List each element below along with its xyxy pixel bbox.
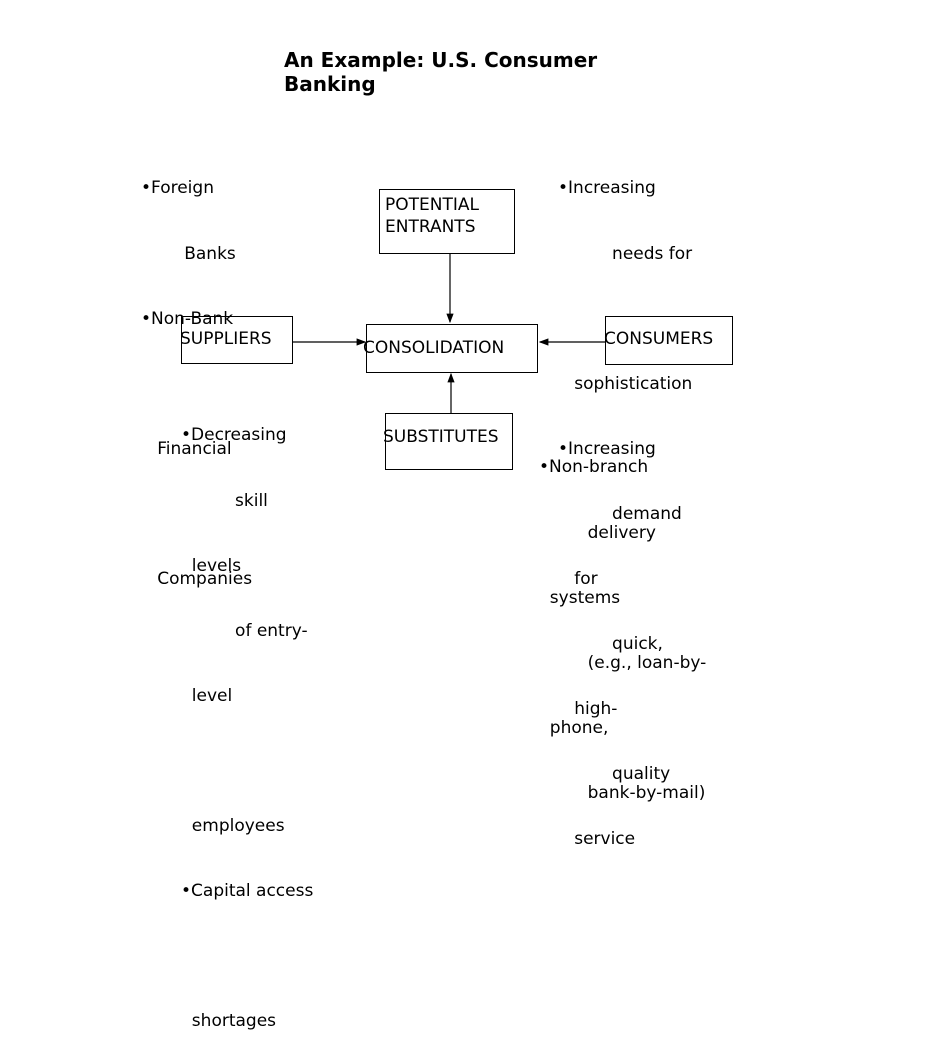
note-line: •Increasing (558, 438, 656, 459)
note-line (181, 946, 313, 968)
note-line: sophistication (558, 373, 693, 394)
suppliers-notes: •Decreasing skill levels of entry- level… (181, 382, 313, 1055)
note-line: •Non-branch (539, 457, 649, 478)
note-line (558, 309, 692, 331)
note-line: bank-by-mail) (539, 782, 706, 803)
suppliers-box: SUPPLIERS (180, 316, 293, 364)
note-line: delivery (539, 522, 656, 543)
note-line: •Non-Bank (141, 308, 234, 329)
consolidation-label: CONSOLIDATION (363, 338, 505, 358)
note-line: Financial (141, 438, 232, 459)
note-line: •Increasing (558, 178, 656, 199)
note-line: Banks (141, 243, 236, 264)
note-line: skill (181, 490, 268, 511)
note-line: phone, (539, 717, 609, 738)
potential-entrants-box: POTENTIAL ENTRANTS (379, 189, 515, 254)
note-line: shortages (181, 1011, 277, 1032)
note-line (181, 751, 313, 773)
note-line: quick, (558, 634, 663, 655)
note-line: employees (181, 815, 285, 836)
note-line: needs for (558, 243, 693, 264)
consumers-box: CONSUMERS (604, 316, 733, 365)
suppliers-label: SUPPLIERS (180, 329, 272, 349)
note-line: •Capital access (181, 881, 314, 902)
substitutes-label: SUBSTITUTES (383, 427, 499, 447)
note-line: demand (558, 503, 682, 524)
note-line: levels (181, 555, 242, 576)
note-line: systems (539, 587, 621, 608)
note-line: Companies (141, 568, 253, 589)
entrants-notes: •Foreign Banks •Non-Bank Financial Compa… (141, 135, 252, 612)
potential-entrants-label: POTENTIAL ENTRANTS (385, 195, 479, 237)
note-line: level (181, 685, 233, 706)
note-line: •Foreign (141, 178, 214, 199)
substitutes-box: SUBSTITUTES (383, 413, 513, 470)
substitutes-notes: •Non-branch delivery systems (e.g., loan… (539, 414, 706, 826)
note-line: •Decreasing (181, 425, 287, 446)
consumers-label: CONSUMERS (604, 329, 714, 349)
arrows-layer (293, 254, 605, 413)
note-line: (e.g., loan-by- (539, 652, 707, 673)
note-line: of entry- (181, 620, 308, 641)
note-line: service (558, 829, 636, 850)
note-line: for (558, 568, 598, 589)
page-title: An Example: U.S. Consumer Banking (284, 48, 598, 96)
consolidation-box: CONSOLIDATION (363, 324, 538, 373)
